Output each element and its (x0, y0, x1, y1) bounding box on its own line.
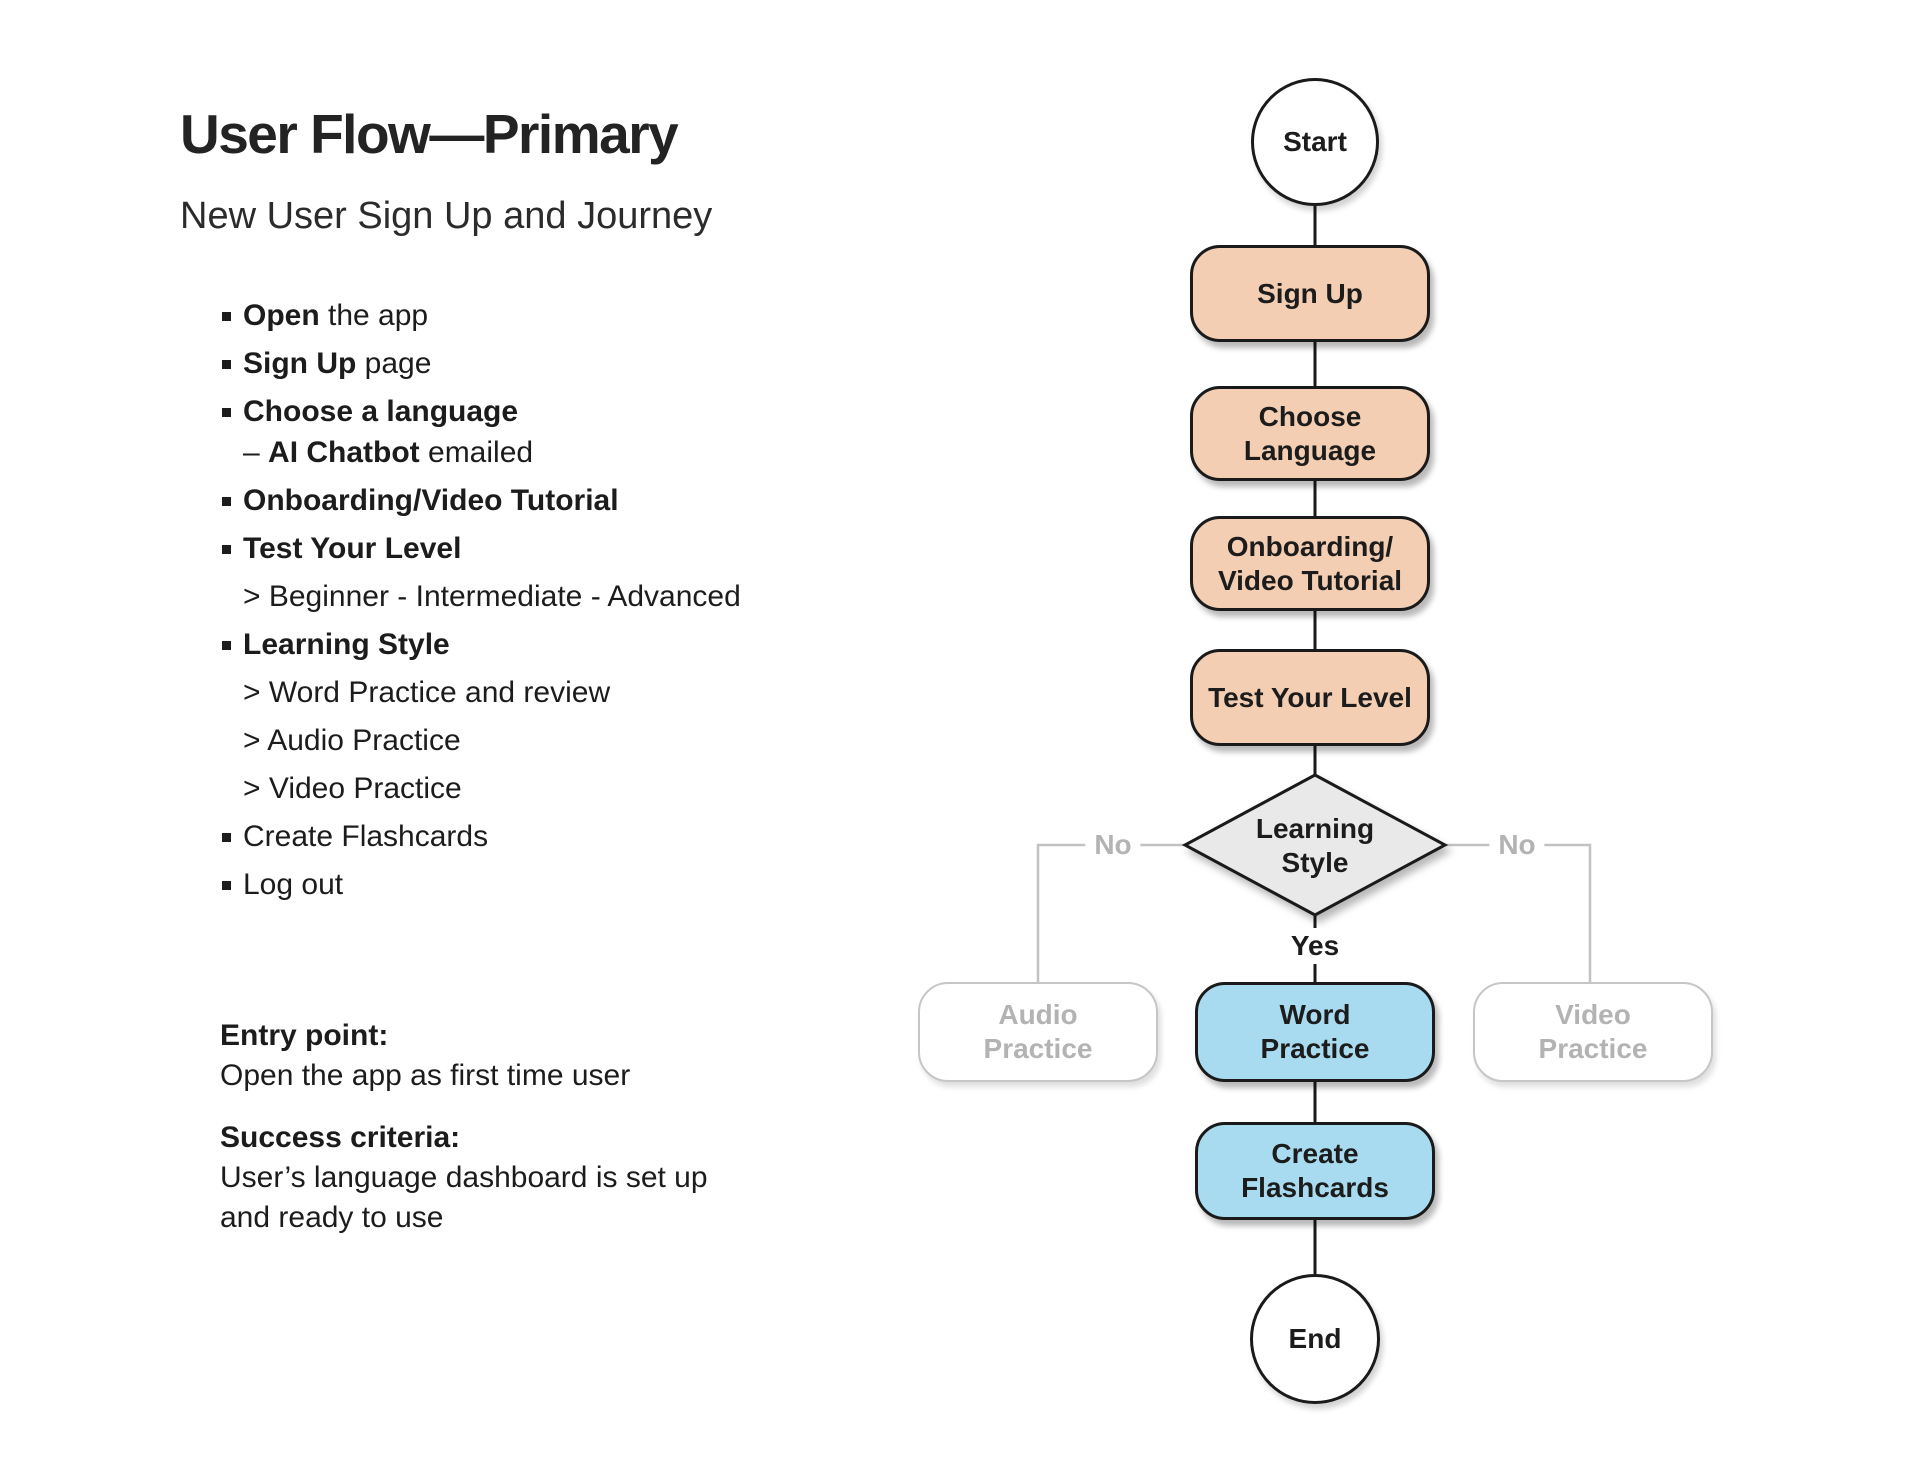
decision-diamond-shape (1181, 773, 1449, 917)
flow-node-create-flashcards: Create Flashcards (1195, 1122, 1435, 1220)
entry-point-heading: Entry point: (220, 1019, 389, 1052)
square-bullet-icon (222, 408, 231, 417)
entry-point-note: Entry point: Open the app as first time … (220, 1016, 708, 1096)
list-subitem: > Video Practice (243, 772, 462, 805)
page-title: User Flow—Primary (180, 103, 679, 165)
flow-node-sign-up: Sign Up (1190, 245, 1430, 342)
square-bullet-icon (222, 641, 231, 650)
flow-node-learning-style-decision-label: Learning Style (1255, 813, 1375, 878)
entry-point-body: Open the app as first time user (220, 1059, 631, 1092)
connector-decision-audiopractice (1036, 843, 1187, 982)
success-criteria-line2: and ready to use (220, 1201, 444, 1234)
entry-success-notes: Entry point: Open the app as first time … (220, 1016, 708, 1260)
flow-node-onboarding-video-tutorial: Onboarding/ Video Tutorial (1190, 516, 1430, 611)
success-criteria-heading: Success criteria: (220, 1121, 461, 1154)
list-subitem: > Audio Practice (243, 724, 461, 757)
success-criteria-line1: User’s language dashboard is set up (220, 1161, 708, 1194)
page-subtitle: New User Sign Up and Journey (180, 195, 713, 237)
success-criteria-note: Success criteria: User’s language dashbo… (220, 1118, 708, 1238)
square-bullet-icon (222, 360, 231, 369)
branch-label-no-right: No (1489, 827, 1545, 863)
list-subitem: – AI Chatbot emailed (243, 436, 534, 469)
square-bullet-icon (222, 312, 231, 321)
branch-label-no-left: No (1085, 827, 1141, 863)
list-item: Test Your Level (222, 532, 741, 566)
flow-steps-list: Open the app Sign Up page Choose a langu… (222, 299, 741, 916)
list-item: Onboarding/Video Tutorial (222, 484, 741, 518)
square-bullet-icon (222, 497, 231, 506)
branch-label-yes: Yes (1281, 928, 1349, 964)
list-subitem: > Word Practice and review (243, 676, 611, 709)
list-subitem: > Beginner - Intermediate - Advanced (243, 580, 741, 613)
square-bullet-icon (222, 881, 231, 890)
flow-node-word-practice: Word Practice (1195, 982, 1435, 1082)
flow-node-test-your-level: Test Your Level (1190, 649, 1430, 746)
list-item: Learning Style (222, 628, 741, 662)
list-item: Choose a language (222, 395, 741, 429)
square-bullet-icon (222, 545, 231, 554)
flow-node-audio-practice: Audio Practice (918, 982, 1158, 1082)
flow-node-video-practice: Video Practice (1473, 982, 1713, 1082)
list-item: Open the app (222, 299, 741, 333)
connector-decision-videopractice (1443, 843, 1592, 982)
flow-node-end: End (1250, 1274, 1380, 1404)
list-item: Sign Up page (222, 347, 741, 381)
flow-node-start: Start (1251, 78, 1379, 206)
list-item: Log out (222, 868, 741, 902)
square-bullet-icon (222, 833, 231, 842)
list-item: Create Flashcards (222, 820, 741, 854)
flow-node-choose-language: Choose Language (1190, 386, 1430, 481)
